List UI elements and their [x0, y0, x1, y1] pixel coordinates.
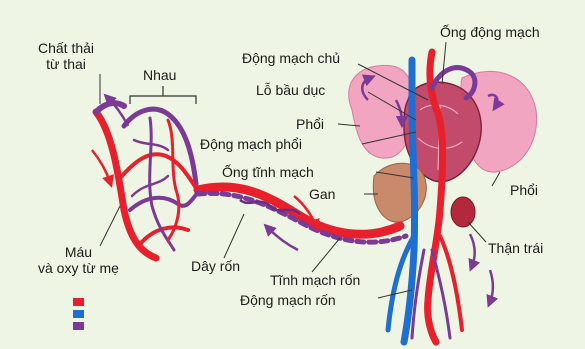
- label-placenta: Nhau: [143, 67, 176, 83]
- legend-swatch-purple: [73, 322, 84, 330]
- label-umbilical-artery: Động mạch rốn: [240, 292, 336, 308]
- label-foramen-ovale: Lỗ bầu dục: [256, 82, 325, 98]
- legend-swatch-blue: [73, 310, 84, 318]
- label-maternal-blood-line2: và oxy từ mẹ: [38, 260, 119, 276]
- label-placenta-waste: Chất thải từ thai: [38, 40, 94, 72]
- label-ductus-venosus: Ống tĩnh mạch: [222, 164, 314, 180]
- legend-swatch-red: [73, 298, 84, 306]
- label-pulmonary-artery: Động mạch phổi: [200, 136, 302, 152]
- label-maternal-blood: Máu và oxy từ mẹ: [38, 244, 119, 276]
- label-lung-right: Phổi: [510, 182, 538, 198]
- flow-arrow-leg: [490, 270, 493, 302]
- flow-arrow-maternal-blood: [92, 150, 110, 182]
- liver: [373, 163, 426, 222]
- color-legend: [73, 298, 84, 334]
- label-aorta: Động mạch chủ: [242, 50, 340, 66]
- placenta-vessels: [96, 103, 198, 258]
- label-umbilical-vein: Tĩnh mạch rốn: [270, 272, 360, 288]
- flow-arrow-kidney: [470, 234, 475, 266]
- label-liver: Gan: [309, 186, 335, 202]
- label-placenta-waste-line1: Chất thải: [38, 40, 94, 56]
- flow-arrow-cord-return: [268, 228, 298, 250]
- placenta-bracket: [130, 86, 196, 104]
- label-ductus-arteriosus: Ống động mạch: [440, 24, 540, 40]
- label-lung-left: Phổi: [296, 116, 324, 132]
- label-placenta-waste-line2: từ thai: [38, 56, 94, 72]
- label-umbilical-cord: Dây rốn: [191, 258, 240, 274]
- left-kidney: [451, 197, 475, 227]
- label-left-kidney: Thận trái: [488, 240, 543, 256]
- label-maternal-blood-line1: Máu: [38, 244, 119, 260]
